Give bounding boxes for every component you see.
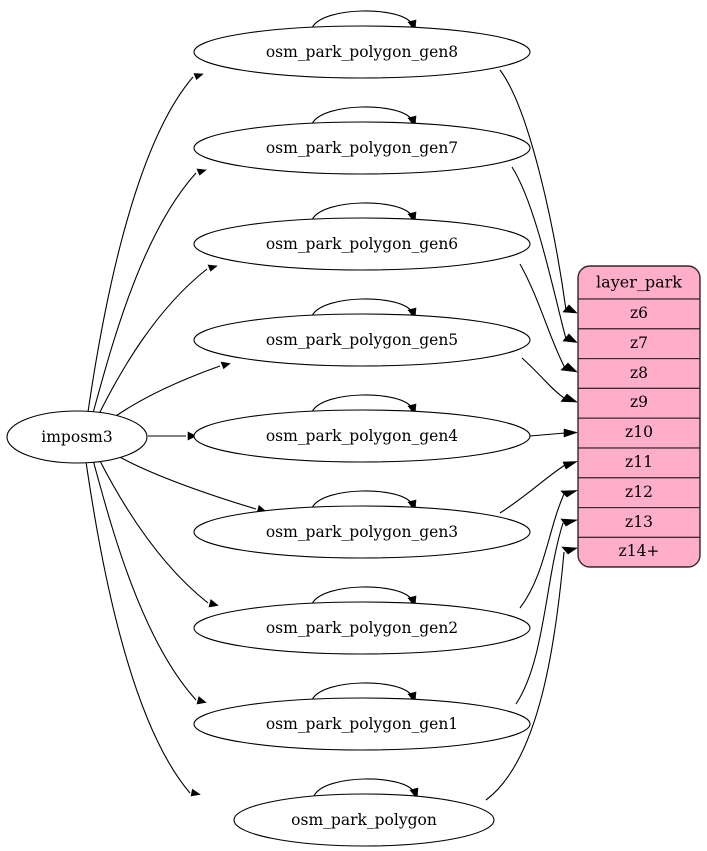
node-osm-park-polygon-gen3[interactable]: osm_park_polygon_gen3 (193, 505, 531, 559)
self-loop-osm-park-polygon (313, 778, 415, 797)
self-loop-gen6 (311, 202, 413, 221)
arrowhead-z12 (560, 490, 579, 498)
layer-park-row-z7[interactable] (578, 328, 700, 360)
edge-gen5-to-z9 (521, 357, 565, 399)
layer-park-table[interactable]: layer_park z6 z7 z8 z9 z10 z11 z12 z13 z… (577, 265, 701, 568)
node-osm-park-polygon-gen5-shape[interactable] (193, 313, 531, 367)
self-loop-gen8 (311, 10, 413, 29)
arrowhead-gen8 (193, 73, 204, 80)
layer-park-label-z10: z10 (625, 423, 653, 441)
edge-gen2-to-z12 (519, 493, 565, 609)
edge-gen8-to-z6 (499, 69, 567, 311)
edge-imposm3-to-osm-park-polygon (85, 461, 191, 794)
edge-imposm3-to-gen8 (87, 76, 194, 413)
layer-park-header-cell (578, 266, 700, 300)
node-osm-park-polygon-gen4-label: osm_park_polygon_gen4 (266, 427, 458, 445)
node-osm-park-polygon-gen4[interactable]: osm_park_polygon_gen4 (193, 409, 531, 463)
edge-imposm3-to-gen2 (98, 458, 209, 604)
node-osm-park-polygon-gen3-label: osm_park_polygon_gen3 (266, 523, 458, 541)
self-loop-gen1 (311, 682, 413, 701)
arrowhead-z6 (562, 304, 578, 314)
node-osm-park-polygon-gen4-shape[interactable] (193, 409, 531, 463)
edge-group-nodes-to-layer (485, 69, 579, 801)
layer-park-header-label: layer_park (596, 273, 682, 292)
arrowhead-gen6 (207, 264, 218, 272)
node-osm-park-polygon-gen5-label: osm_park_polygon_gen5 (266, 331, 458, 349)
node-osm-park-polygon-gen8-shape[interactable] (193, 25, 531, 79)
arrowhead-z8 (560, 362, 578, 373)
layer-park-label-z14: z14+ (619, 542, 660, 560)
edge-osm-park-polygon-to-z14 (485, 551, 565, 801)
node-osm-park-polygon-gen5[interactable]: osm_park_polygon_gen5 (193, 313, 531, 367)
edge-gen3-to-z11 (499, 464, 566, 514)
layer-park-row-z14[interactable] (578, 536, 700, 567)
self-loop-group (311, 10, 419, 800)
node-osm-park-polygon-gen7-label: osm_park_polygon_gen7 (266, 139, 458, 157)
arrowhead-gen5 (220, 361, 231, 370)
node-osm-park-polygon-shape[interactable] (233, 793, 495, 847)
node-osm-park-polygon-gen7[interactable]: osm_park_polygon_gen7 (193, 121, 531, 175)
layer-park-row-z10[interactable] (578, 417, 700, 449)
arrowhead-z7 (562, 333, 578, 343)
node-osm-park-polygon-gen6-label: osm_park_polygon_gen6 (266, 235, 458, 253)
layer-park-label-z6: z6 (630, 304, 648, 322)
arrowhead-z10 (563, 428, 579, 438)
node-osm-park-polygon-gen8-label: osm_park_polygon_gen8 (266, 43, 458, 61)
arrowhead-gen1 (196, 696, 207, 705)
node-osm-park-polygon-gen1-label: osm_park_polygon_gen1 (266, 715, 458, 733)
edge-gen4-to-z10 (529, 432, 566, 437)
arrowhead-z14 (561, 546, 578, 555)
layer-park-label-z12: z12 (625, 483, 653, 501)
node-osm-park-polygon-gen2-shape[interactable] (193, 601, 531, 655)
layer-park-row-z9[interactable] (578, 387, 700, 419)
edge-group-source-to-nodes (85, 73, 268, 797)
edge-gen1-to-z13 (515, 522, 564, 705)
arrowhead-osm-park-polygon (190, 788, 201, 797)
node-osm-park-polygon[interactable]: osm_park_polygon (233, 793, 495, 847)
layer-park-row-z13[interactable] (578, 507, 700, 539)
layer-park-label-z9: z9 (630, 393, 648, 411)
node-osm-park-polygon-gen1[interactable]: osm_park_polygon_gen1 (193, 697, 531, 751)
edge-imposm3-to-gen7 (92, 172, 197, 414)
layer-park-label-z7: z7 (630, 334, 648, 352)
arrowhead-z11 (562, 461, 579, 470)
arrowhead-z9 (560, 393, 578, 403)
node-osm-park-polygon-gen8[interactable]: osm_park_polygon_gen8 (193, 25, 531, 79)
node-osm-park-polygon-gen1-shape[interactable] (193, 697, 531, 751)
edge-imposm3-to-gen1 (92, 459, 197, 701)
layer-park-row-z6[interactable] (578, 298, 700, 330)
self-loop-gen2 (311, 586, 413, 605)
node-osm-park-polygon-gen6[interactable]: osm_park_polygon_gen6 (193, 217, 531, 271)
edge-imposm3-to-gen6 (98, 268, 208, 415)
node-imposm3[interactable]: imposm3 (6, 410, 148, 464)
arrowhead-gen2 (208, 599, 219, 608)
node-osm-park-polygon-gen2[interactable]: osm_park_polygon_gen2 (193, 601, 531, 655)
node-osm-park-polygon-gen2-label: osm_park_polygon_gen2 (266, 619, 458, 637)
self-loop-gen4 (311, 394, 413, 413)
self-loop-gen5 (311, 298, 413, 317)
node-osm-park-polygon-gen6-shape[interactable] (193, 217, 531, 271)
edge-gen7-to-z7 (511, 166, 567, 340)
node-osm-park-polygon-gen3-shape[interactable] (193, 505, 531, 559)
layer-park-label-z8: z8 (630, 364, 648, 382)
node-imposm3-label: imposm3 (41, 428, 112, 446)
self-loop-gen7 (311, 106, 413, 125)
edge-gen6-to-z8 (519, 263, 566, 369)
node-osm-park-polygon-gen7-shape[interactable] (193, 121, 531, 175)
arrowhead-z13 (560, 518, 579, 527)
self-loop-gen3 (311, 490, 413, 509)
layer-park-outline (577, 265, 701, 568)
edge-imposm3-to-gen3 (115, 454, 257, 510)
node-osm-park-polygon-label: osm_park_polygon (291, 811, 437, 829)
node-imposm3-shape[interactable] (6, 410, 148, 464)
layer-park-label-z11: z11 (625, 453, 653, 471)
arrowhead-gen7 (196, 168, 207, 176)
edge-imposm3-to-gen5 (112, 365, 221, 419)
arrowhead-gen4 (187, 431, 197, 441)
layer-park-label-z13: z13 (625, 513, 653, 531)
